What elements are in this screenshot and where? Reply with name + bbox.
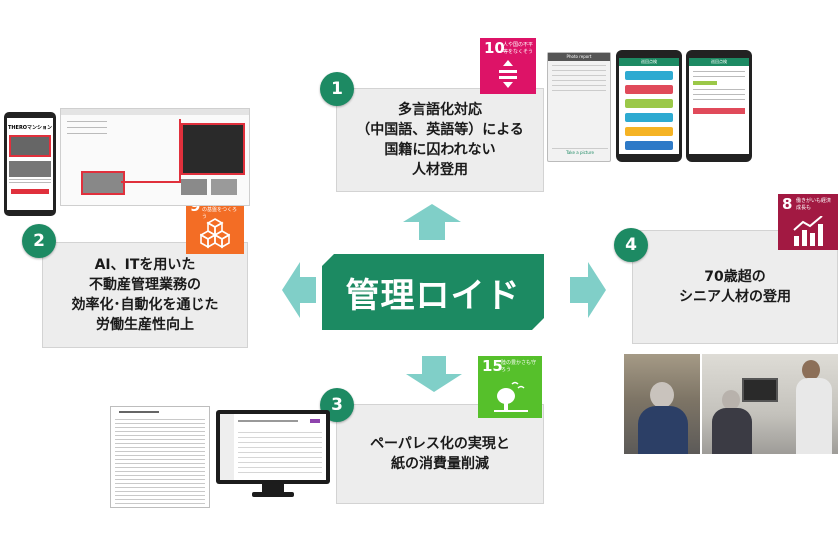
item-1-line-4: 人材登用: [412, 162, 468, 178]
phone-screenshot-1: Photo report Take a picture: [547, 52, 611, 162]
item-1-line-1: 多言語化対応: [398, 102, 482, 118]
phone-screenshot-3: 巡回点検: [686, 50, 752, 162]
item-2-number-badge: 2: [22, 224, 56, 258]
item-4-number-badge: 4: [614, 228, 648, 262]
photo-senior-worker-1: [624, 354, 700, 454]
item-2-line-1: AI、ITを用いた: [94, 257, 196, 273]
item-4-line-2: シニア人材の登用: [679, 289, 791, 305]
photo-senior-worker-2: [702, 354, 838, 454]
arrow-left: [282, 262, 316, 318]
item-1-number-badge: 1: [320, 72, 354, 106]
sdg-goal-15: 15 陸の豊かさも守ろう: [478, 356, 542, 418]
phone1-title: Photo report: [548, 53, 610, 61]
sdg-goal-10: 10 人や国の不平等をなくそう: [480, 38, 536, 94]
sdg-15-number: 15: [482, 357, 503, 375]
item-1-line-2: （中国語、英語等）による: [356, 122, 524, 138]
admin-web-screenshot: [60, 108, 250, 206]
sdg-10-number: 10: [484, 39, 505, 57]
equality-icon: [499, 60, 517, 88]
item-2-line-3: 効率化･自動化を通じた: [71, 297, 219, 313]
tree-bird-icon: [494, 381, 528, 412]
phone-screenshot-2: 巡回点検: [616, 50, 682, 162]
phone3-title: 巡回点検: [689, 58, 749, 66]
item-2-line-4: 労働生産性向上: [96, 317, 194, 333]
tablet-screenshot: THEROマンション: [4, 112, 56, 216]
arrow-up: [403, 204, 461, 240]
item-3-line-2: 紙の消費量削減: [391, 456, 489, 472]
center-product-name: 管理ロイド: [322, 254, 544, 330]
sdg-goal-8: 8 働きがいも経済成長も: [778, 194, 838, 250]
arrow-down: [406, 356, 462, 392]
phone2-title: 巡回点検: [619, 58, 679, 66]
growth-chart-icon: [793, 216, 823, 246]
cubes-icon: [200, 218, 230, 249]
arrow-right: [570, 262, 606, 318]
monitor-screenshot: [216, 410, 330, 484]
item-3-line-1: ペーパレス化の実現と: [370, 436, 510, 452]
item-box-3: ペーパレス化の実現と 紙の消費量削減: [336, 404, 544, 504]
item-4-line-1: 70歳超の: [704, 269, 766, 285]
item-box-2: AI、ITを用いた 不動産管理業務の 効率化･自動化を通じた 労働生産性向上: [42, 242, 248, 348]
monitor-stand: [262, 484, 284, 492]
item-box-4: 70歳超の シニア人材の登用: [632, 230, 838, 344]
item-box-1: 多言語化対応 （中国語、英語等）による 国籍に囚われない 人材登用: [336, 88, 544, 192]
sdg-15-text: 陸の豊かさも守ろう: [501, 360, 537, 373]
monitor-base: [252, 492, 294, 497]
sdg-8-text: 働きがいも経済成長も: [796, 198, 832, 211]
paper-document: [110, 406, 210, 508]
item-2-line-2: 不動産管理業務の: [89, 277, 201, 293]
sdg-9-number: 9: [190, 197, 201, 215]
sdg-10-text: 人や国の不平等をなくそう: [503, 42, 534, 55]
tablet-title: THEROマンション: [7, 125, 53, 131]
item-1-line-3: 国籍に囚われない: [384, 142, 496, 158]
center-label: 管理ロイド: [345, 275, 521, 316]
sdg-8-number: 8: [782, 195, 793, 213]
phone1-button: Take a picture: [552, 148, 608, 157]
